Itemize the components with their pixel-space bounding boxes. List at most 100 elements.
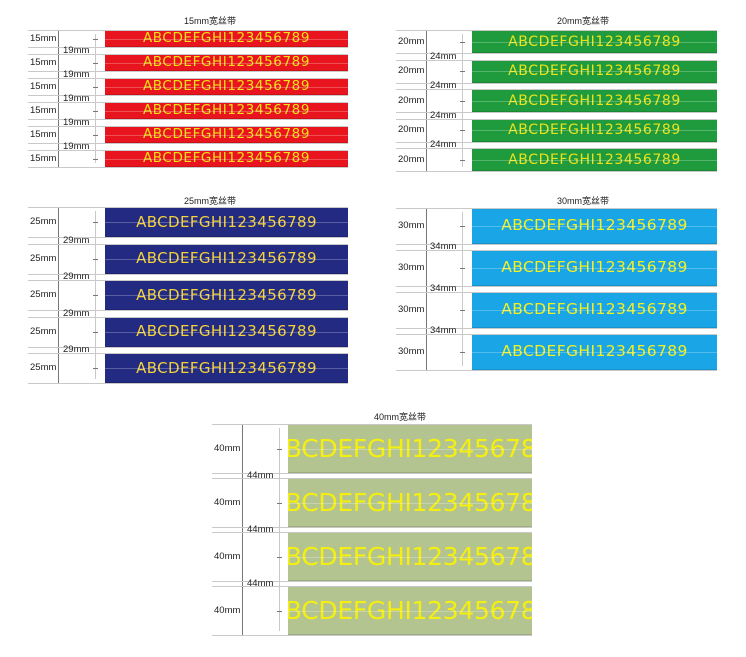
- group-title: 30mm宽丝带: [556, 196, 610, 206]
- ribbon-sample: ABCDEFGHI123456789: [472, 60, 717, 83]
- dimension-tick: [93, 134, 98, 136]
- ribbon-sample: ABCDEFGHI123456789: [105, 208, 348, 237]
- ribbon-pitch-label: 44mm: [247, 470, 274, 481]
- ribbon-sample: ABCDEFGHI123456789: [288, 533, 532, 581]
- ribbon-sample-text: ABCDEFGHI123456789: [508, 92, 681, 109]
- ribbon-top-guide-line: [28, 126, 348, 127]
- ribbon-bottom-guide-line: [396, 53, 717, 54]
- dimension-tick: [460, 352, 465, 353]
- ribbon-bottom-guide-line: [28, 383, 348, 384]
- dimension-tick: [460, 159, 465, 161]
- ribbon-bottom-guide-line: [212, 527, 532, 528]
- ribbon-bottom-guide-line: [212, 581, 532, 582]
- ribbon-sample-text: ABCDEFGHI123456789: [142, 103, 311, 118]
- ribbon-bottom-guide-line: [396, 112, 717, 113]
- ribbon-pitch-label: 34mm: [430, 241, 457, 252]
- ribbon-pitch-label: 19mm: [63, 141, 90, 152]
- ribbon-pitch-dimension-line: [462, 212, 463, 366]
- ribbon-top-guide-line: [396, 30, 717, 31]
- ribbon-sample: ABCDEFGHI123456789: [105, 354, 348, 383]
- dimension-tick: [93, 86, 98, 88]
- ribbon-width-label: 25mm: [30, 362, 57, 373]
- group-title: 40mm宽丝带: [373, 412, 427, 422]
- ribbon-width-label: 15mm: [30, 152, 57, 164]
- dimension-tick: [277, 448, 282, 450]
- ribbon-sample-text: ABCDEFGHI123456789: [501, 216, 688, 235]
- dimension-tick: [460, 130, 465, 131]
- ribbon-top-guide-line: [396, 334, 717, 335]
- ribbon-width-label: 15mm: [30, 32, 57, 44]
- ribbon-sample: ABCDEFGHI123456789: [288, 479, 532, 527]
- ribbon-pitch-label: 24mm: [430, 139, 457, 150]
- dimension-tick: [460, 41, 465, 43]
- ribbon-width-label: 30mm: [398, 220, 425, 231]
- ribbon-width-label: 20mm: [398, 35, 425, 47]
- ribbon-sample: ABCDEFGHI123456789: [472, 119, 717, 142]
- ribbon-bottom-guide-line: [28, 95, 348, 96]
- ribbon-sample: ABCDEFGHI123456789: [288, 425, 532, 473]
- ribbon-top-guide-line: [212, 532, 532, 533]
- dimension-tick: [277, 502, 282, 504]
- ribbon-width-label: 15mm: [30, 56, 57, 68]
- ribbon-sample-text: ABCDEFGHI123456789: [136, 322, 317, 340]
- ribbon-width-dimension-line: [58, 30, 59, 167]
- dimension-tick: [93, 158, 98, 160]
- ribbon-sample: ABCDEFGHI123456789: [105, 244, 348, 274]
- ribbon-bottom-guide-line: [28, 47, 348, 48]
- ribbon-bottom-guide-line: [396, 141, 717, 143]
- ribbon-top-guide-line: [396, 148, 717, 149]
- ribbon-top-guide-line: [396, 208, 717, 209]
- ribbon-sample: ABCDEFGHI123456789: [472, 335, 717, 370]
- ribbon-width-label: 25mm: [30, 289, 57, 300]
- ribbon-pitch-label: 29mm: [63, 307, 90, 319]
- ribbon-width-label: 40mm: [214, 604, 241, 616]
- ribbon-bottom-guide-line: [28, 237, 348, 238]
- ribbon-sample: ABCDEFGHI123456789: [105, 103, 348, 119]
- ribbon-width-dimension-line: [426, 208, 427, 370]
- ribbon-width-label: 20mm: [398, 124, 425, 135]
- ribbon-width-label: 15mm: [30, 80, 57, 92]
- ribbon-pitch-dimension-line: [95, 34, 96, 163]
- ribbon-bottom-guide-line: [28, 119, 348, 120]
- ribbon-top-guide-line: [28, 102, 348, 103]
- ribbon-sample-text: ABCDEFGHI123456789: [288, 596, 532, 625]
- ribbon-pitch-label: 44mm: [247, 524, 274, 535]
- ribbon-sample: ABCDEFGHI123456789: [105, 127, 348, 143]
- dimension-tick: [460, 268, 465, 269]
- ribbon-pitch-label: 19mm: [63, 45, 90, 56]
- ribbon-top-guide-line: [396, 89, 717, 90]
- ribbon-top-guide-line: [396, 292, 717, 293]
- ribbon-bottom-guide-line: [28, 143, 348, 144]
- ribbon-sample: ABCDEFGHI123456789: [472, 251, 717, 286]
- ribbon-top-guide-line: [396, 250, 717, 251]
- group-title: 25mm宽丝带: [183, 196, 237, 206]
- ribbon-width-label: 30mm: [398, 304, 425, 315]
- ribbon-sample-text: ABCDEFGHI123456789: [142, 127, 311, 142]
- ribbon-width-label: 25mm: [30, 325, 57, 337]
- dimension-tick: [93, 258, 98, 260]
- ribbon-top-guide-line: [28, 78, 348, 79]
- ribbon-sample: ABCDEFGHI123456789: [472, 31, 717, 53]
- ribbon-sample: ABCDEFGHI123456789: [105, 317, 348, 347]
- ribbon-bottom-guide-line: [28, 346, 348, 348]
- ribbon-width-label: 15mm: [30, 104, 57, 116]
- ribbon-bottom-guide-line: [396, 286, 717, 287]
- ribbon-pitch-label: 24mm: [430, 50, 457, 62]
- ribbon-top-guide-line: [212, 478, 532, 479]
- ribbon-pitch-label: 24mm: [430, 80, 457, 91]
- ribbon-sample-text: ABCDEFGHI123456789: [508, 63, 681, 79]
- ribbon-pitch-dimension-line: [279, 428, 280, 631]
- ribbon-pitch-label: 19mm: [63, 93, 90, 104]
- ribbon-sample-text: ABCDEFGHI123456789: [136, 285, 317, 304]
- dimension-tick: [93, 62, 98, 64]
- ribbon-sample-text: ABCDEFGHI123456789: [508, 122, 681, 138]
- ribbon-pitch-label: 24mm: [430, 109, 457, 121]
- ribbon-sample: ABCDEFGHI123456789: [472, 293, 717, 328]
- ribbon-top-guide-line: [28, 30, 348, 31]
- ribbon-bottom-guide-line: [28, 167, 348, 168]
- ribbon-sample: ABCDEFGHI123456789: [105, 151, 348, 167]
- dimension-tick: [93, 110, 98, 112]
- ribbon-bottom-guide-line: [396, 328, 717, 329]
- ribbon-width-label: 40mm: [214, 442, 241, 454]
- ribbon-top-guide-line: [212, 586, 532, 587]
